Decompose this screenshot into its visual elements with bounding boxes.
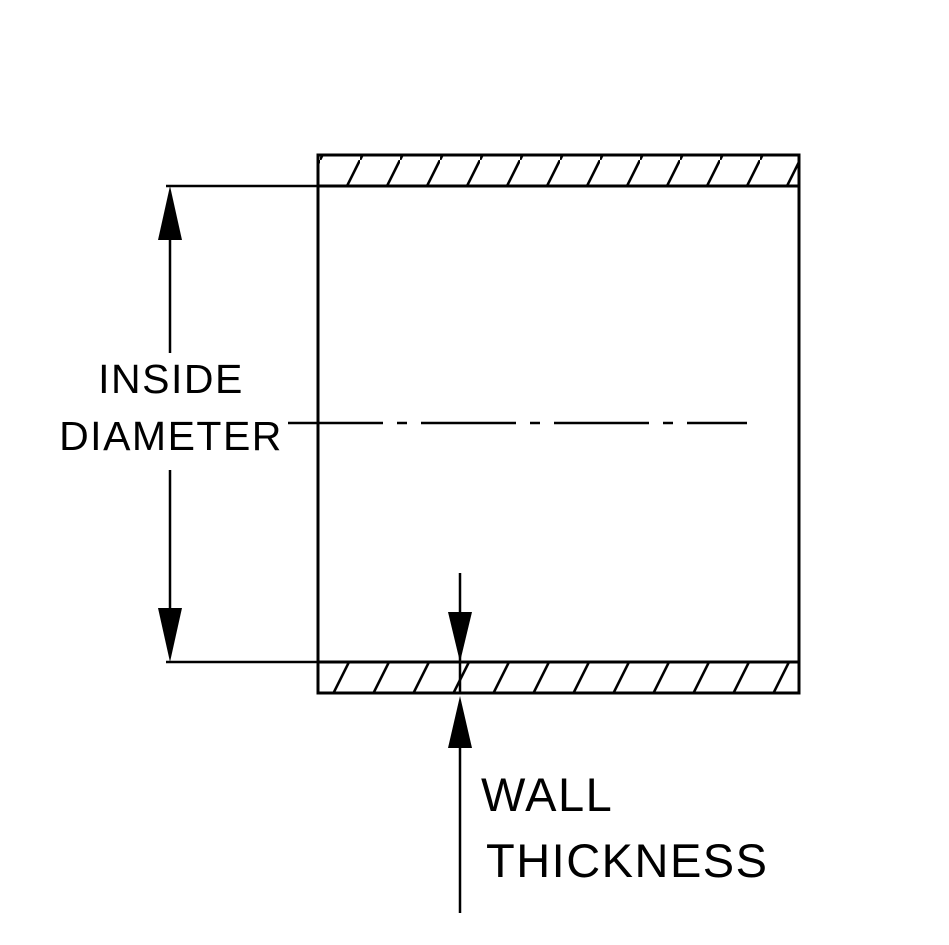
arrow-up-icon	[158, 186, 182, 240]
arrow-down-icon	[158, 608, 182, 662]
wall-thickness-up-arrow-icon	[448, 696, 472, 748]
top-wall-hatch	[318, 155, 799, 186]
wall-thickness-label-line1: WALL	[481, 768, 613, 821]
wall-thickness-label-line2: THICKNESS	[486, 834, 769, 887]
inside-diameter-label-line2: DIAMETER	[59, 413, 283, 459]
wall-thickness-down-arrow-icon	[448, 612, 472, 662]
bottom-wall-hatch	[318, 662, 799, 693]
inside-diameter-label-line1: INSIDE	[98, 356, 244, 402]
